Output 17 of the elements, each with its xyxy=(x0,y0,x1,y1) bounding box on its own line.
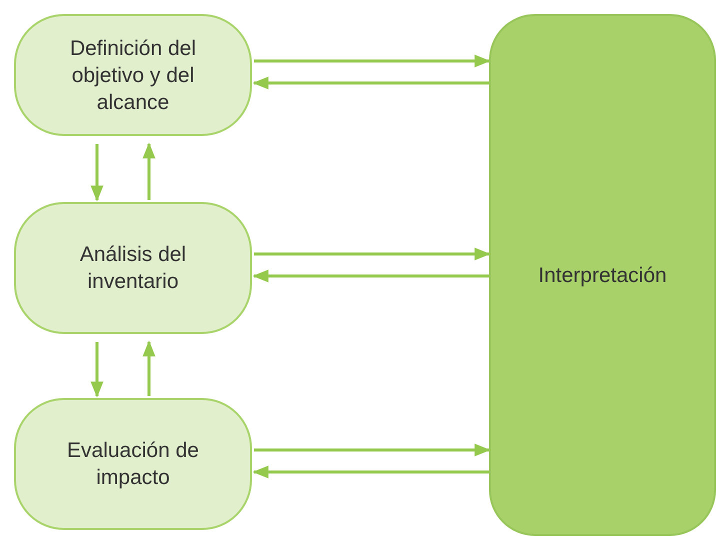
process-box xyxy=(14,202,252,334)
arrow xyxy=(252,270,489,282)
arrow xyxy=(90,144,104,202)
arrow xyxy=(142,340,156,396)
node-label: Interpretación xyxy=(537,262,668,288)
arrow xyxy=(252,76,489,90)
arrow xyxy=(252,466,489,478)
arrow xyxy=(254,444,491,456)
process-box xyxy=(14,398,252,530)
node-label: Definición del objetivo y del alcance xyxy=(68,36,198,116)
node-label: Evaluación de impacto xyxy=(66,438,200,491)
node-label: Análisis del inventario xyxy=(78,242,188,295)
arrow xyxy=(254,54,491,68)
arrow xyxy=(142,142,156,200)
arrow xyxy=(254,248,491,260)
arrow xyxy=(90,342,104,398)
stage-panel xyxy=(489,14,716,536)
